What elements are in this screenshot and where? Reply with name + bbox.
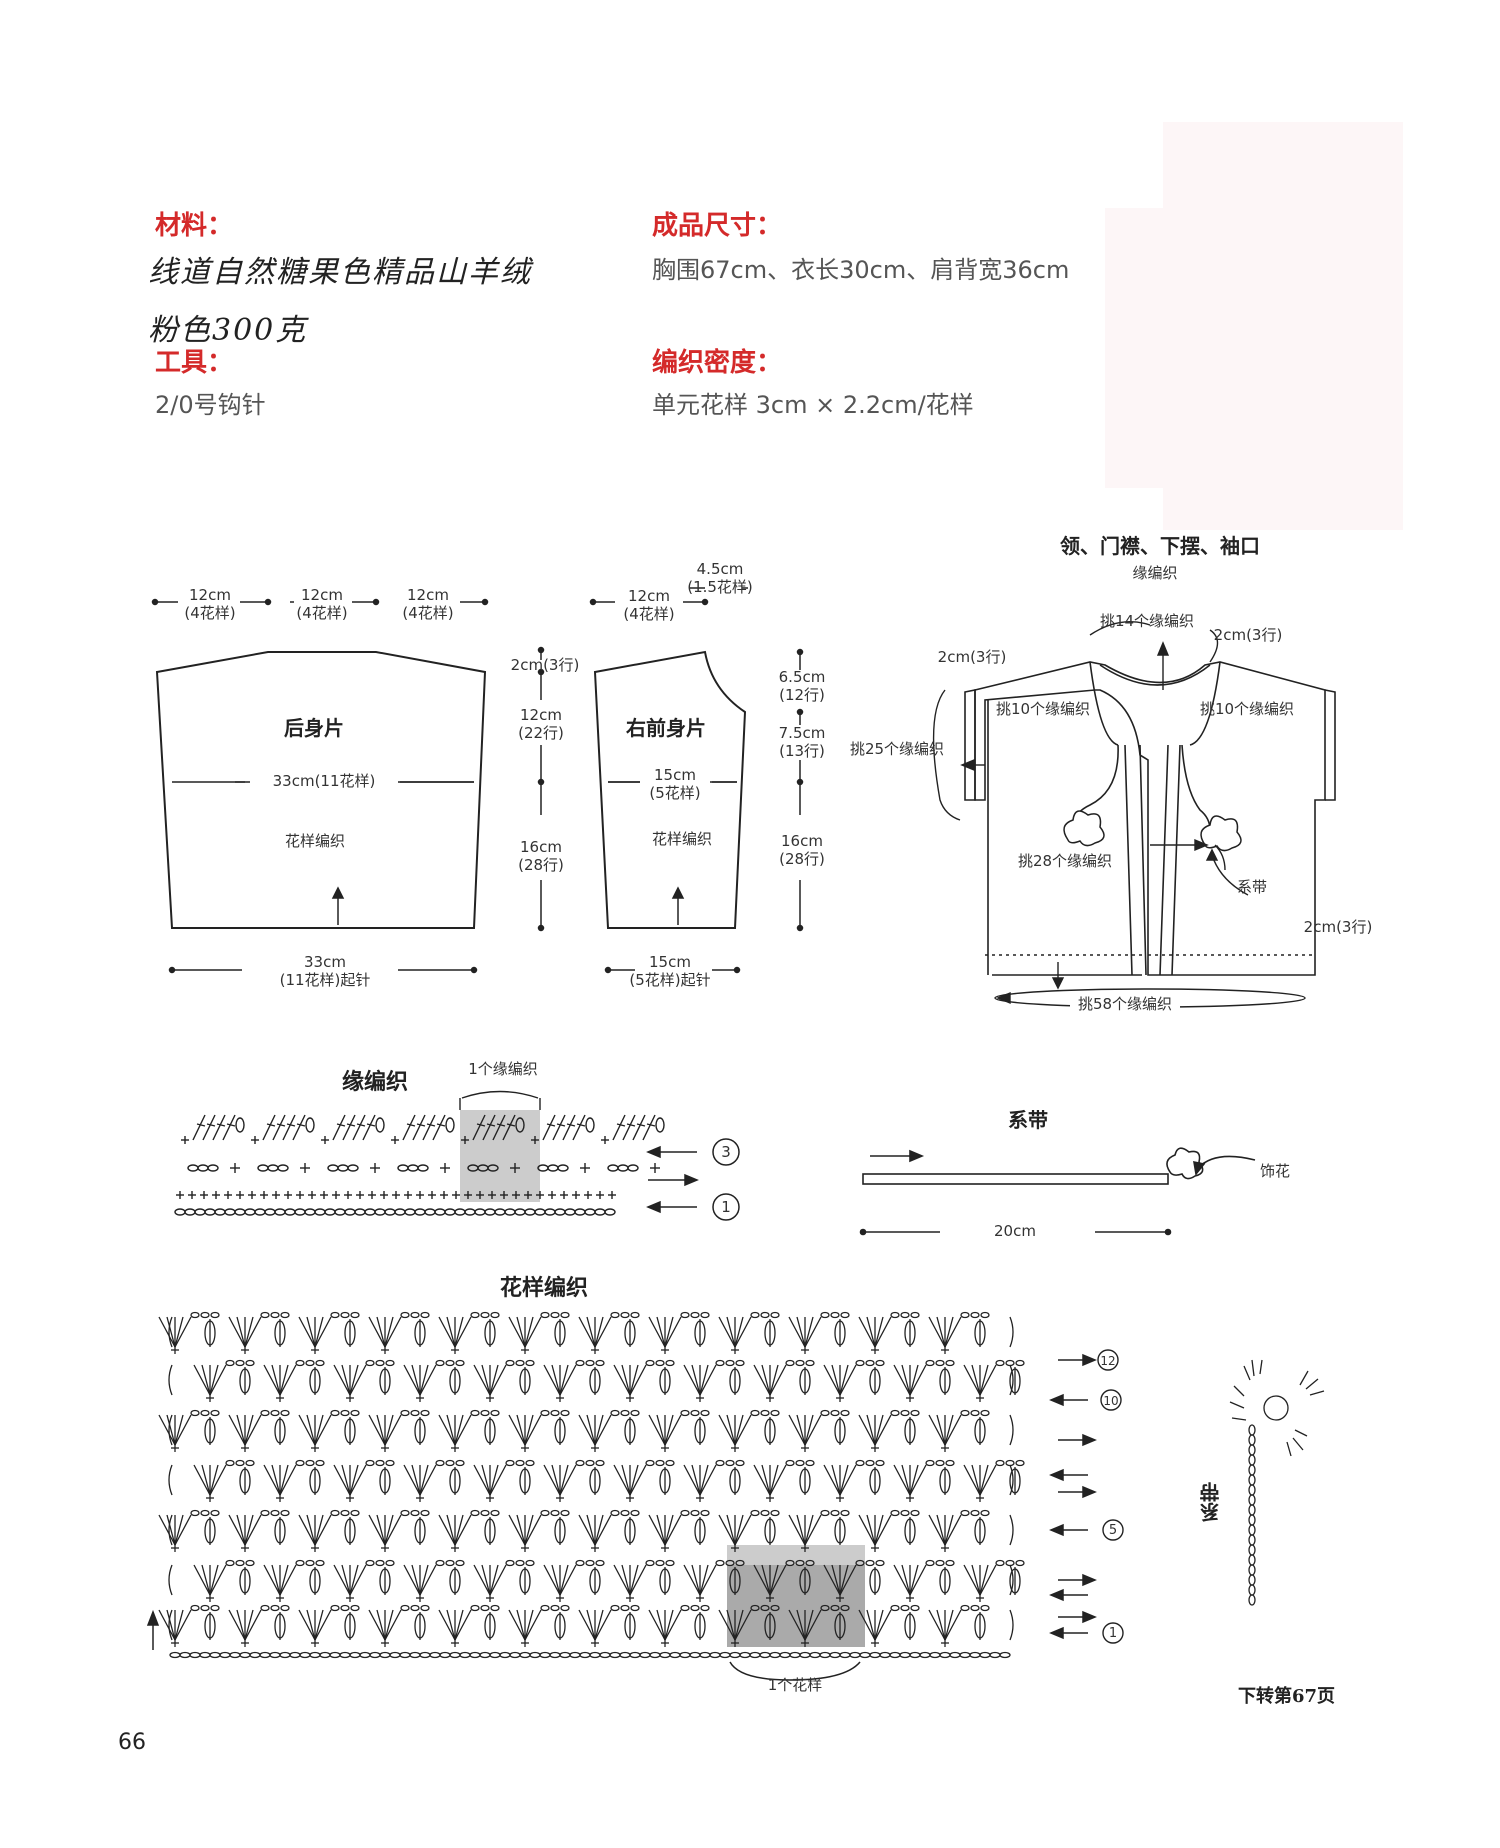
back-bottom-dim: 33cm(11花样)起针 <box>279 953 371 989</box>
pattern-row-circles <box>1097 1349 1124 1644</box>
edging-chart <box>459 1090 541 1202</box>
size-label: 成品尺寸： <box>652 211 783 241</box>
back-top-dim-3: 12cm(4花样) <box>402 586 454 622</box>
assembly-neck-label: 挑14个缘编织 <box>1099 612 1195 630</box>
front-piece-title: 右前身片 <box>626 716 706 740</box>
tools-value: 2/0号钩针 <box>155 391 266 419</box>
assembly-tie-label: 系带 <box>1236 878 1267 896</box>
pink-block <box>1163 122 1403 530</box>
tools-label: 工具： <box>155 348 234 378</box>
tie-title: 系带 <box>1008 1108 1048 1132</box>
front-mid-dim: 15cm(5花样) <box>640 766 710 802</box>
pattern-row-12: 12 <box>1100 1354 1116 1368</box>
pattern-unit-label: 1个花样 <box>767 1676 823 1694</box>
density-value: 单元花样 3cm × 2.2cm/花样 <box>652 391 974 419</box>
back-pattern-label: 花样编织 <box>284 832 345 850</box>
tie-strap <box>859 1147 1256 1236</box>
front-top-dim-1: 12cm(4花样) <box>623 587 675 623</box>
edging-unit-label: 1个缘编织 <box>468 1060 538 1078</box>
back-side-dim-3: 16cm(28行) <box>518 838 564 874</box>
front-bottom-dim: 15cm(5花样)起针 <box>629 953 711 989</box>
back-side-dim-1: 2cm(3行) <box>510 656 580 674</box>
assembly-right-shoulder: 挑10个缘编织 <box>1199 700 1295 718</box>
assembly-diagram <box>964 661 1336 976</box>
back-side-dim-2: 12cm(22行) <box>518 706 564 742</box>
edging-row-1: 1 <box>721 1198 731 1216</box>
pink-block-lower <box>1105 208 1175 488</box>
edging-row-3: 3 <box>721 1143 731 1161</box>
back-top-dim-2: 12cm(4花样) <box>296 586 348 622</box>
continued-note: 下转第67页 <box>1238 1686 1336 1707</box>
tie-flowers <box>1063 810 1242 852</box>
assembly-hem-label: 挑58个缘编织 <box>1070 995 1180 1013</box>
materials-amount: 粉色300克 <box>148 313 308 348</box>
assembly-hem-rows: 2cm(3行) <box>1303 918 1373 936</box>
back-piece-outline <box>155 651 487 929</box>
pattern-row-1: 1 <box>1108 1626 1118 1641</box>
tie-flower-label: 饰花 <box>1259 1162 1290 1180</box>
back-mid-dim: 33cm(11花样) <box>250 772 398 790</box>
front-side-dim-2: 7.5cm(13行) <box>778 724 826 760</box>
assembly-front-band-label: 挑28个缘编织 <box>1017 852 1113 870</box>
back-top-dim-1: 12cm(4花样) <box>184 586 236 622</box>
materials-label: 材料： <box>155 211 234 241</box>
tie-chart <box>1229 1359 1325 1606</box>
tie-chart-label: 系带 <box>1199 1482 1223 1522</box>
pattern-row-arrows <box>146 1609 861 1681</box>
size-value: 胸围67cm、衣长30cm、肩背宽36cm <box>652 256 1070 284</box>
tie-length-label: 20cm <box>994 1222 1036 1240</box>
front-pattern-label: 花样编织 <box>651 830 712 848</box>
assembly-subtitle: 缘编织 <box>1132 564 1178 582</box>
edging-stitches <box>174 1114 665 1216</box>
edging-title: 缘编织 <box>342 1070 409 1095</box>
pattern-title: 花样编织 <box>500 1276 589 1301</box>
front-side-dim-3: 16cm(28行) <box>779 832 825 868</box>
materials-yarn: 线道自然糖果色精品山羊绒 <box>148 255 532 290</box>
assembly-left-shoulder: 挑10个缘编织 <box>995 700 1091 718</box>
assembly-left-rows: 2cm(3行) <box>937 648 1007 666</box>
assembly-neck-rows: 2cm(3行) <box>1213 626 1283 644</box>
page-number: 66 <box>118 1730 146 1755</box>
assembly-sleeve-label: 挑25个缘编织 <box>849 740 945 758</box>
pattern-row-10: 10 <box>1103 1394 1119 1408</box>
pattern-stitches <box>158 1311 1025 1659</box>
front-side-dim-1: 6.5cm(12行) <box>778 668 826 704</box>
density-label: 编织密度： <box>652 348 783 378</box>
front-top-dim-2: 4.5cm(1.5花样) <box>687 560 753 596</box>
edging-row-arrows <box>646 1138 740 1221</box>
pattern-row-5: 5 <box>1108 1523 1118 1538</box>
back-piece-title: 后身片 <box>284 716 344 740</box>
assembly-title: 领、门襟、下摆、袖口 <box>1060 534 1260 558</box>
